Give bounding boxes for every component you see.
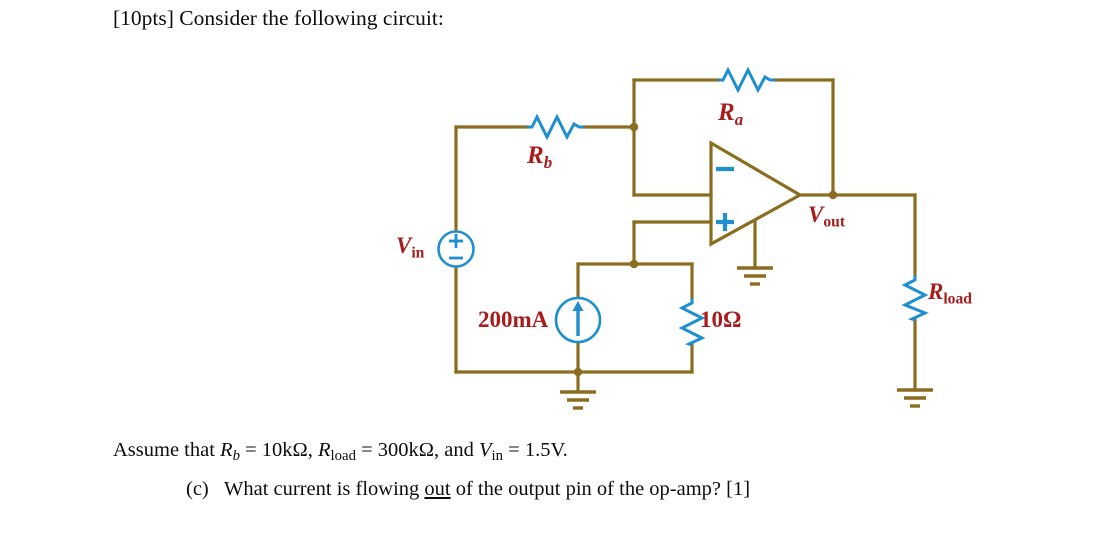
label-ra-subscript: a	[734, 110, 744, 130]
label-vin-symbol: V	[396, 233, 412, 258]
resistor-r10-zigzag	[678, 298, 706, 347]
prompt-line: [10pts] Consider the following circuit:	[113, 4, 444, 32]
label-vout-subscript: out	[823, 213, 846, 231]
question-points: [1]	[726, 478, 751, 500]
junction-dot-vout	[828, 190, 838, 200]
opamp-plus-sign	[716, 213, 734, 231]
question-text-part1: What current is flowing	[224, 478, 425, 500]
label-vout-symbol: V	[808, 202, 824, 227]
assumptions-rload-value: 300kΩ	[377, 439, 435, 461]
junction-dot-plus-node	[629, 259, 639, 269]
label-ra-symbol: R	[718, 99, 735, 126]
assumptions-rb-symbol: R	[220, 439, 233, 461]
question-line: (c) What current is flowing out of the ou…	[186, 475, 750, 503]
resistor-ra-zigzag	[718, 66, 775, 94]
label-rb-symbol: R	[527, 142, 544, 169]
assumptions-vin-subscript: in	[491, 448, 504, 465]
label-rload: Rload	[928, 280, 972, 307]
assumptions-line: Assume that Rb = 10kΩ, Rload = 300kΩ, an…	[113, 439, 568, 465]
label-rb: Rb	[527, 143, 552, 171]
current-source-200ma	[554, 296, 602, 344]
label-vout: Vout	[808, 203, 845, 230]
assumptions-conjunction: and	[444, 439, 474, 461]
ground-symbol-rload	[897, 388, 933, 408]
ground-symbol-opamp	[737, 266, 773, 286]
prompt-marks: [10pts]	[113, 6, 174, 30]
assumptions-rload-subscript: load	[330, 448, 356, 465]
question-label: (c)	[186, 478, 209, 500]
ground-symbol-bottom-rail	[560, 390, 596, 410]
assumptions-rb-value: 10kΩ	[261, 439, 308, 461]
assumptions-rload-symbol: R	[318, 439, 331, 461]
label-rload-symbol: R	[928, 279, 944, 304]
prompt-text: Consider the following circuit:	[179, 6, 444, 30]
assumptions-vin-symbol: V	[479, 439, 492, 461]
label-resistor-10ohm-value: 10Ω	[700, 307, 742, 332]
assumptions-lead: Assume that	[113, 439, 215, 461]
resistor-rload-zigzag	[901, 275, 929, 322]
label-ra: Ra	[718, 100, 743, 128]
junction-dot-inverting-node	[629, 122, 639, 132]
label-rb-subscript: b	[543, 153, 553, 173]
question-emphasis: out	[424, 478, 451, 500]
voltage-source-vin	[437, 230, 475, 268]
question-text-part2: of the output pin of the op-amp?	[450, 478, 722, 500]
resistor-rb-zigzag	[527, 113, 584, 141]
opamp-body	[709, 140, 804, 247]
label-current-source-value: 200mA	[478, 307, 549, 332]
label-rload-subscript: load	[943, 290, 972, 308]
label-vin: Vin	[396, 234, 424, 261]
junction-dot-bottom-rail	[573, 367, 583, 377]
assumptions-rb-subscript: b	[232, 448, 240, 465]
vin-polarity-plus	[449, 234, 463, 248]
assumptions-vin-value: 1.5V	[524, 439, 563, 461]
label-vin-subscript: in	[411, 244, 425, 262]
